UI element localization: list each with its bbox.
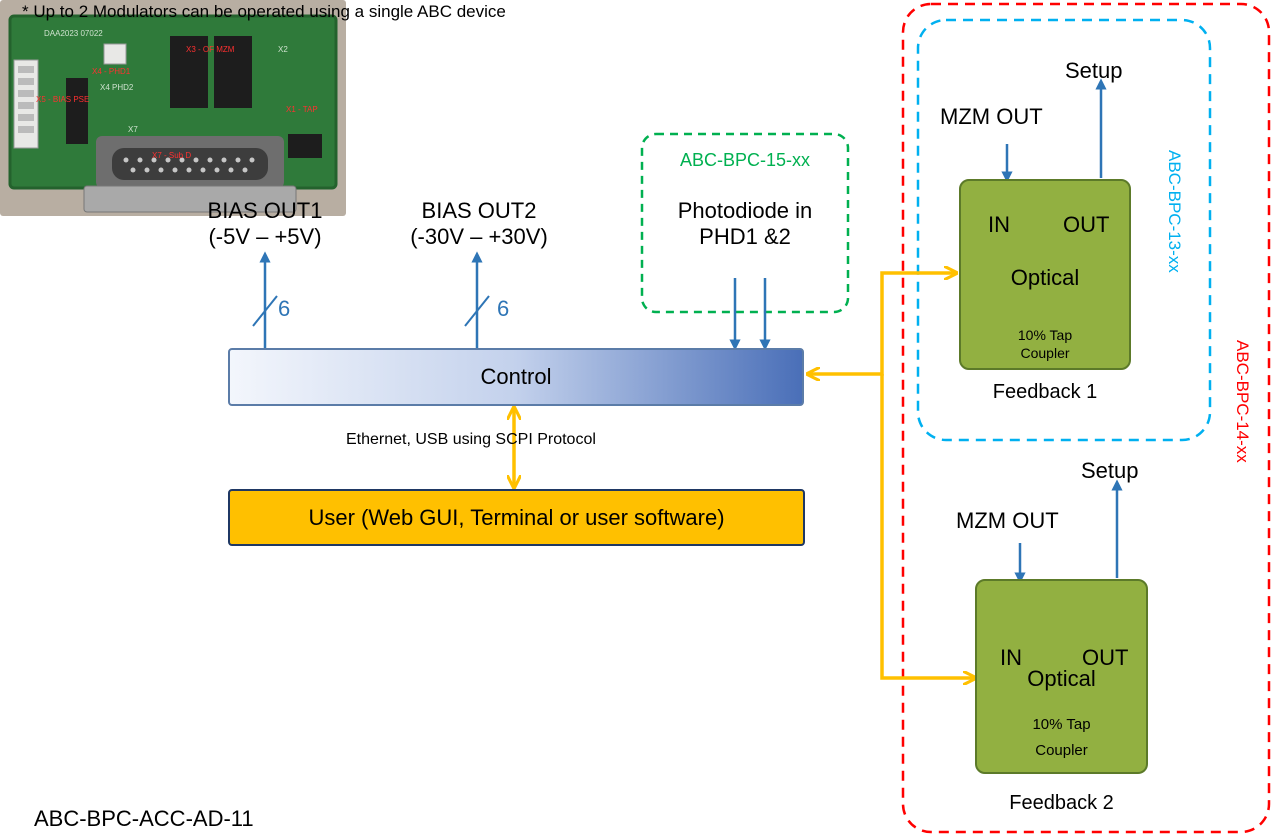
fb2-tap-line1: 10% Tap [1032, 716, 1091, 733]
fb1-in-label: IN [988, 212, 1010, 237]
silk-x5: X5 - BIAS PSE [36, 95, 89, 104]
fb2-mzm-out-label: MZM OUT [956, 508, 1059, 533]
fb2-caption: Feedback 2 [1009, 792, 1114, 814]
bias-out2-slash [464, 295, 490, 327]
module13-label: ABC-BPC-13-xx [1165, 150, 1184, 273]
bias-out1-title: BIAS OUT1 [207, 198, 323, 223]
bias-out2-range: (-30V – +30V) [410, 224, 548, 249]
module13-outline [916, 18, 1212, 442]
feedback2-block [975, 579, 1148, 774]
fb1-setup-label: Setup [1065, 58, 1123, 83]
bias-out1-label: BIAS OUT1 (-5V – +5V) [185, 198, 345, 250]
fb2-setup-label: Setup [1081, 458, 1139, 483]
header-note: * Up to 2 Modulators can be operated usi… [22, 2, 506, 21]
silk-x7-subd: X7 - Sub D [152, 151, 191, 160]
bias-out1-range: (-5V – +5V) [208, 224, 322, 249]
fb2-tap-label: 10% Tap Coupler [975, 712, 1148, 764]
fb1-tap-line1: 10% Tap [1017, 327, 1073, 343]
silk-x7: X7 [128, 125, 138, 134]
fb2-in-label: IN [1000, 645, 1022, 670]
bias-out2-count: 6 [497, 296, 510, 321]
user-label: User (Web GUI, Terminal or user software… [308, 504, 725, 530]
fb2-optical-label: Optical [1027, 666, 1096, 691]
fb1-optical-label: Optical [1010, 265, 1080, 290]
silk-x2: X2 [278, 45, 288, 54]
interface-label: Ethernet, USB using SCPI Protocol [346, 431, 596, 448]
silk-x4b: X4 PHD2 [100, 83, 134, 92]
silk-x3: X3 - OF MZM [186, 45, 235, 54]
board-photo: DAA2023 07022 X3 - OF MZM X2 X4 - PHD1 X… [0, 0, 346, 216]
control-block: Control [228, 348, 804, 406]
photodiode-line1: Photodiode in [677, 198, 813, 223]
fb2-out-label: OUT [1082, 645, 1129, 670]
fb1-tap-label: 10% Tap Coupler [959, 326, 1131, 362]
silk-pcb-id: DAA2023 07022 [44, 29, 103, 38]
silk-x1: X1 - TAP [286, 105, 318, 114]
feedback-bus [809, 273, 955, 374]
feedback2-bus [880, 374, 974, 678]
user-block: User (Web GUI, Terminal or user software… [228, 489, 805, 546]
photodiode-line2: PHD1 &2 [699, 224, 791, 249]
fb1-caption: Feedback 1 [992, 381, 1098, 403]
fb1-tap-line2: Coupler [1020, 345, 1070, 361]
silk-x4: X4 - PHD1 [92, 67, 131, 76]
fb1-out-label: OUT [1063, 212, 1110, 237]
module14-label: ABC-BPC-14-xx [1233, 340, 1252, 463]
bias-out1-count: 6 [278, 296, 291, 321]
bias-out1-slash [252, 295, 278, 327]
photodiode-group-outline [640, 132, 850, 314]
fb1-mzm-out-label: MZM OUT [940, 104, 1043, 129]
photodiode-label: Photodiode in PHD1 &2 [642, 198, 848, 250]
fb2-tap-line2: Coupler [1035, 742, 1088, 759]
board-photo-caption: ABC-BPC-ACC-AD-11 [34, 806, 254, 831]
bias-out2-label: BIAS OUT2 (-30V – +30V) [394, 198, 564, 250]
bias-out2-title: BIAS OUT2 [421, 198, 537, 223]
control-label: Control [480, 364, 552, 389]
module14-outline [901, 2, 1271, 834]
photodiode-group-title: ABC-BPC-15-xx [679, 150, 811, 170]
board-photo-drawing: DAA2023 07022 X3 - OF MZM X2 X4 - PHD1 X… [0, 0, 346, 216]
feedback1-block [959, 179, 1131, 370]
